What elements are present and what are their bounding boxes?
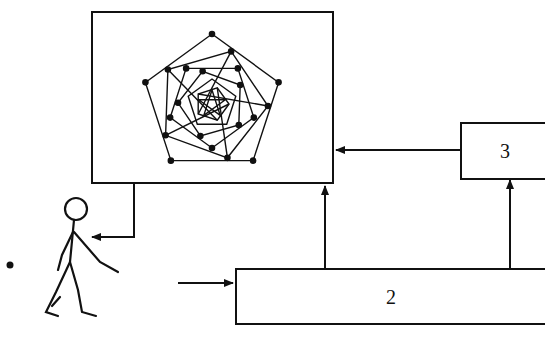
user-figure	[46, 198, 118, 316]
block-number: 3	[500, 141, 510, 161]
bullet-dot	[7, 262, 14, 269]
output-arrow	[336, 149, 460, 151]
block-number: 2	[386, 287, 396, 307]
input-arrow	[178, 282, 233, 284]
process-box: 3	[460, 122, 545, 180]
feedback-arrow	[92, 183, 134, 237]
output-arrow	[324, 186, 326, 268]
pentagon-figure	[143, 31, 281, 163]
display-screen	[92, 12, 333, 183]
process-box: 2	[235, 268, 545, 325]
signal-arrow	[509, 180, 511, 268]
